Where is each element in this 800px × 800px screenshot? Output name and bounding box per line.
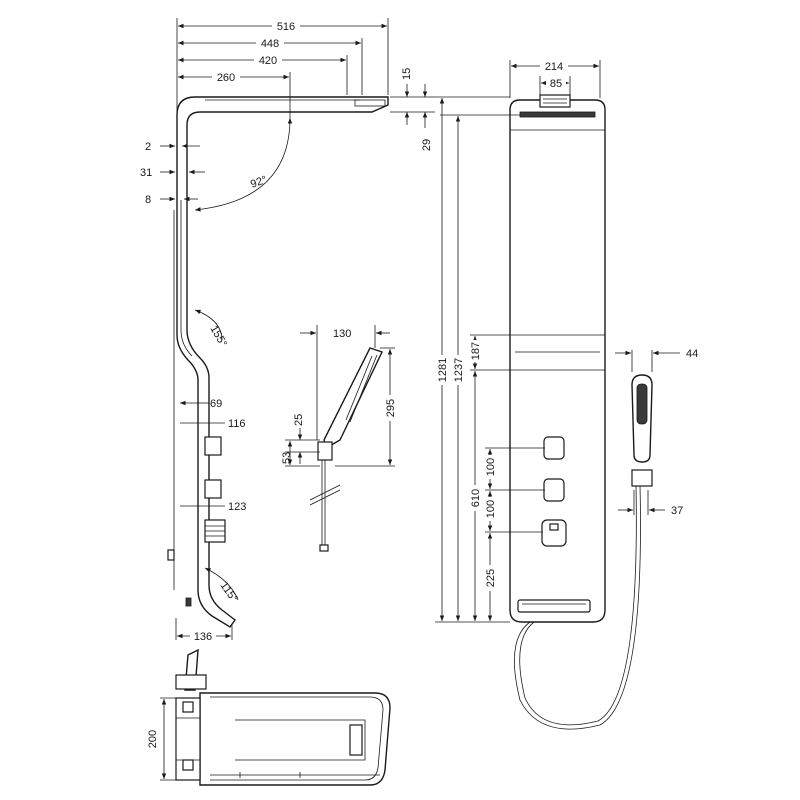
hand-shower-front-holder [631,469,653,487]
front-rain-nozzles [519,111,596,118]
dim-516: 516 [277,21,295,33]
front-knob-2 [543,478,565,502]
dim-420: 420 [259,55,277,67]
hand-shower-holder [317,441,333,461]
dim-25: 25 [293,414,305,426]
dim-37: 37 [671,505,683,517]
side-panel-outline [176,96,389,628]
front-view: 214 85 1281 1237 187 610 100 100 [435,59,641,730]
dim-200: 200 [147,730,159,748]
dim-295: 295 [385,399,397,417]
dim-1281: 1281 [437,358,449,382]
dim-136: 136 [194,631,212,643]
angle-92-label: 92° [249,174,269,191]
front-knob-1 [543,436,565,460]
side-view: 92° 155° 115° 516 448 420 260 [140,18,435,643]
angle-115-label: 115° [218,580,240,605]
dim-100-lower: 100 [485,500,497,518]
side-head-tip [354,99,386,107]
side-bracket [167,549,175,561]
dim-69: 69 [210,398,222,410]
hand-shower-detail: 130 295 25 53 [281,325,397,552]
front-tub-spout [517,599,591,613]
angle-155-label: 155° [207,324,229,350]
dim-31: 31 [140,167,152,179]
side-knob-dimensions: 69 116 123 136 [175,398,246,643]
hand-shower-head [323,347,383,450]
top-panel-outline [199,692,391,786]
dim-260: 260 [217,72,235,84]
side-knob-1 [204,436,222,456]
side-left-dimensions: 2 31 8 [140,141,205,206]
hand-shower-front-head [631,374,653,463]
dim-1237: 1237 [453,358,465,382]
front-hose [514,484,641,730]
side-panel-inner-line [180,200,193,357]
dim-15: 15 [401,68,413,80]
dim-44: 44 [686,348,698,360]
dim-100-upper: 100 [485,458,497,476]
dim-225: 225 [485,569,497,587]
front-shower-connector [539,94,571,108]
side-outlet [185,597,192,607]
dim-130: 130 [333,328,351,340]
dim-610: 610 [470,489,482,507]
top-view: 200 [145,648,391,786]
hand-shower-front: 44 37 [615,348,698,517]
dim-8: 8 [145,194,151,206]
angle-115-arc [204,567,239,601]
dim-85: 85 [550,78,562,90]
side-top-dimensions: 516 448 420 260 [176,18,389,140]
front-knob-3 [541,519,567,547]
side-right-dimensions: 15 29 [390,68,435,151]
dim-448: 448 [261,38,279,50]
angle-155-arc [194,309,223,341]
dim-53: 53 [281,452,293,464]
top-panel-inner [235,719,366,761]
dim-123: 123 [228,501,246,513]
dim-214: 214 [545,61,563,73]
dim-116: 116 [228,418,246,430]
front-panel-outline [509,99,606,623]
dim-2: 2 [145,141,151,153]
angle-92-arc [194,117,293,212]
side-knob-2 [204,479,222,499]
dim-29: 29 [421,139,433,151]
dim-187: 187 [470,342,482,360]
